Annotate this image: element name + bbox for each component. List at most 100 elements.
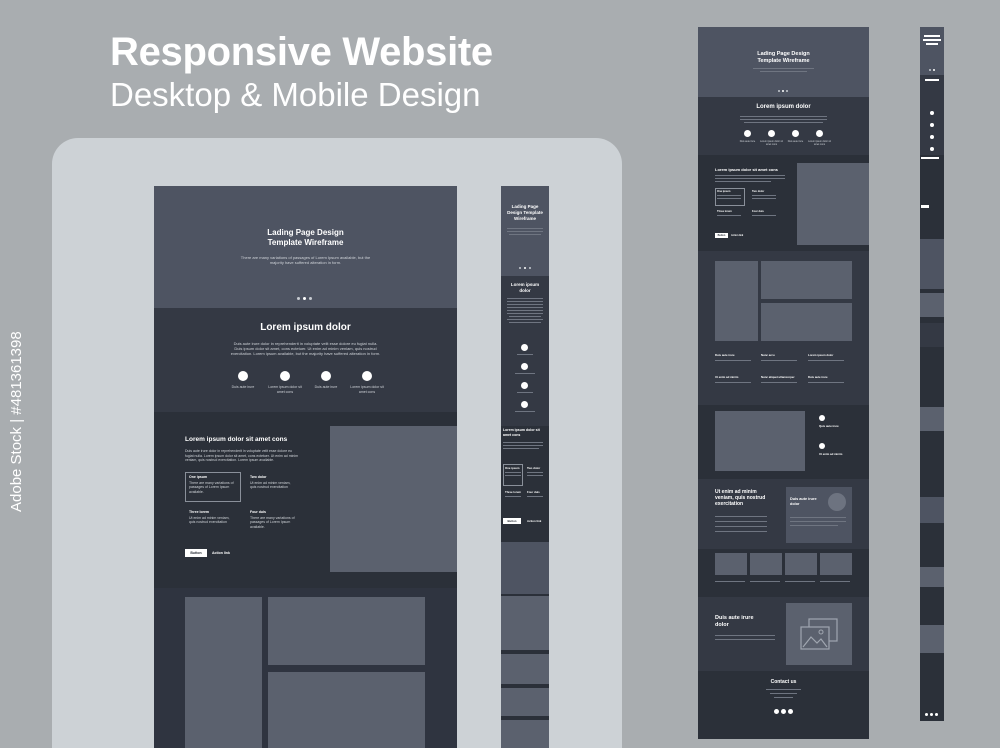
tall-card-text — [717, 215, 741, 216]
tall-grid-text — [808, 382, 844, 383]
tall-hero-title: Lading Page Design Template Wireframe — [698, 51, 869, 65]
tall-grid-text — [761, 360, 797, 361]
feature-label-line: Duis aute irure — [231, 385, 255, 389]
tall-feature-label: Duis aute irure — [739, 140, 756, 143]
slider-dot[interactable] — [524, 267, 526, 269]
card-highlight[interactable] — [503, 464, 523, 486]
social-icon[interactable] — [774, 709, 779, 714]
social-icon[interactable] — [781, 709, 786, 714]
mobile-primary-button[interactable]: Button — [503, 518, 521, 524]
thin-hero-title — [924, 35, 940, 37]
tall-primary-button[interactable]: Button — [715, 233, 728, 238]
tall-grid-text — [715, 382, 751, 383]
tall-cta-card-text — [790, 525, 838, 526]
slider-dot[interactable] — [778, 90, 780, 92]
tall-content: Lorem ipsum dolor sit amet cons One ipsu… — [698, 155, 869, 251]
social-icon[interactable] — [788, 709, 793, 714]
slider-dot[interactable] — [529, 267, 531, 269]
card-highlight[interactable] — [715, 188, 745, 206]
tall-tile-text — [715, 581, 745, 582]
feature-icon — [768, 130, 775, 137]
feature-icon — [792, 130, 799, 137]
card[interactable]: Two dolor Ut enim ad minim veniam, quis … — [250, 475, 310, 490]
hero-title-line2: Template Wireframe — [267, 238, 344, 247]
mobile-image-placeholder — [501, 542, 549, 594]
features-desc-line1: Duis aute irure dolor in reprehenderit i… — [233, 341, 378, 346]
tall-card-title: Four duis — [752, 210, 764, 213]
desktop-features: Lorem ipsum dolor Duis aute irure dolor … — [154, 308, 457, 412]
avatar — [828, 493, 846, 511]
slider-dot[interactable] — [303, 297, 306, 300]
card-text: quis nostrud exercitation — [189, 520, 227, 524]
tall-list-title: Ut enim ad minim — [819, 452, 843, 456]
card[interactable]: One ipsum There are many variations of p… — [189, 475, 241, 494]
tall-grid-title: Lorem ipsum dolor — [808, 353, 834, 357]
thin-hero — [920, 27, 944, 75]
feature-label-line: amet cons — [276, 389, 294, 394]
tall-hero-title-line: Lading Page Design — [757, 51, 810, 57]
tall-hero: Lading Page Design Template Wireframe — [698, 27, 869, 97]
feature-icon — [362, 371, 372, 381]
thin-content — [920, 155, 944, 235]
hero-desc-line1: There are many variations of passages of… — [240, 255, 371, 260]
tall-features-desc — [740, 116, 827, 117]
slider-dot[interactable] — [297, 297, 300, 300]
tall-card-title: One ipsum — [717, 190, 731, 193]
slider-dot[interactable] — [519, 267, 521, 269]
card-text: There are many variations of — [250, 515, 295, 520]
tall-grid-title: Duis aute irure — [808, 375, 828, 379]
tall-grid-text — [715, 360, 751, 361]
contact-text — [774, 697, 793, 698]
tall-content-desc — [715, 175, 785, 176]
feature-label — [515, 411, 535, 412]
tall-tiles — [698, 549, 869, 597]
slider-dot[interactable] — [933, 69, 935, 71]
card-title: Two dolor — [250, 475, 267, 479]
slider-dot[interactable] — [309, 297, 312, 300]
primary-button[interactable]: Button — [185, 549, 207, 557]
feature-label: Lorem ipsum dolor sit amet cons — [264, 385, 306, 394]
tall-image-title: Duis aute irure dolor — [715, 615, 754, 629]
slider-dot[interactable] — [782, 90, 784, 92]
content-desc-line2: fugiat nulla. Lorem ipsum dolor sit amet… — [185, 453, 299, 458]
card-title: Four duis — [250, 510, 266, 514]
mobile-card-text — [527, 475, 543, 476]
card-highlight[interactable] — [185, 472, 241, 502]
card[interactable]: Four duis There are many variations of p… — [250, 510, 310, 529]
mobile-hero-title: Lading Page Design Template Wireframe — [501, 204, 549, 222]
feature-icon — [744, 130, 751, 137]
thin-features — [920, 75, 944, 155]
thin-hero-title — [926, 43, 938, 45]
tall-cta-title-line: Ut enim ad minim — [715, 489, 757, 495]
feature-icon — [521, 344, 528, 351]
feature-label — [517, 392, 533, 393]
slider-dot[interactable] — [786, 90, 788, 92]
feature-icon — [930, 147, 934, 151]
social-icon[interactable] — [935, 713, 938, 716]
features-desc-line3: exercitation. Lorem ipsum available, but… — [230, 351, 381, 356]
social-icon[interactable] — [925, 713, 928, 716]
thin-block — [920, 567, 944, 587]
social-icon[interactable] — [930, 713, 933, 716]
slider-dot[interactable] — [929, 69, 931, 71]
tall-list: Quis aute irure Ut enim ad minim — [698, 405, 869, 479]
tall-cta-card: Duis aute irure dolor — [786, 487, 852, 543]
tall-image-text — [715, 635, 775, 636]
feature-icon — [930, 135, 934, 139]
content-desc-line1: Duis aute irure dolor in reprehenderit i… — [185, 449, 293, 453]
tall-action-link[interactable]: Action link — [731, 234, 744, 237]
mobile-action-link[interactable]: Action link — [527, 519, 542, 523]
thin-button[interactable] — [921, 205, 929, 208]
card[interactable]: Three lorem Ut enim ad minim veniam, qui… — [189, 510, 245, 525]
card-text: quis nostrud exercitation — [250, 485, 288, 489]
hero-desc-line2: majority have suffered alteration in for… — [269, 260, 342, 265]
tall-image-placeholder — [786, 603, 852, 665]
action-link[interactable]: Action link — [212, 551, 230, 555]
gallery-image-placeholder — [185, 597, 262, 748]
page-title: Responsive Website — [110, 30, 493, 74]
tall-grid-title: Ut enim ad minim — [715, 375, 739, 379]
hero-title: Lading Page Design Template Wireframe — [154, 228, 457, 248]
mobile-gallery-placeholder — [501, 654, 549, 684]
mobile-features-title-line: dolor — [519, 288, 531, 293]
feature-label-line: amet cons — [358, 389, 376, 394]
